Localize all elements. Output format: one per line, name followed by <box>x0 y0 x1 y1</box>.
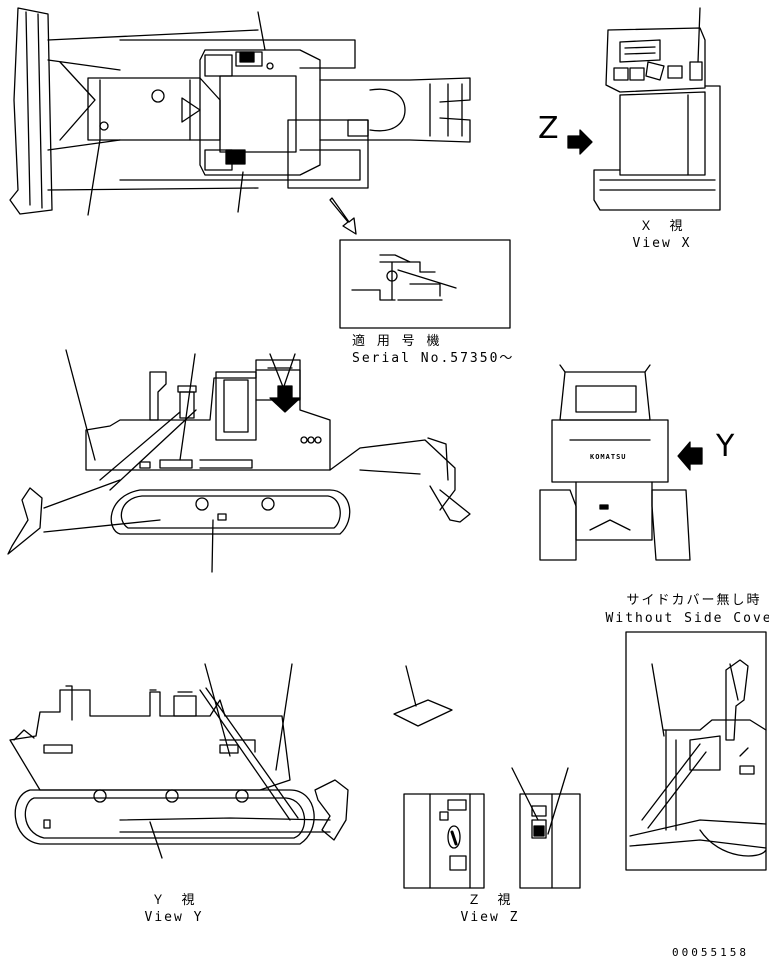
decal-drawing <box>393 665 453 727</box>
view-y-en-label: View Y <box>144 910 204 925</box>
view-y-drawing <box>9 663 349 859</box>
top-plan-view <box>9 7 471 235</box>
view-y-jp-label: Ｙ 視 <box>151 893 197 908</box>
view-z-en-label: View Z <box>460 910 520 925</box>
drawing-number: 00055158 <box>672 946 749 959</box>
side-cover-en-label: Without Side Cover <box>605 611 769 626</box>
serial-detail-box <box>339 239 511 329</box>
side-view-drawing <box>7 349 471 573</box>
view-x-jp-label: Ｘ 視 <box>639 219 685 234</box>
z-marker-label: Z <box>538 111 559 146</box>
z-arrow <box>567 129 593 155</box>
y-arrow <box>677 441 703 471</box>
komatsu-brand-text: KOMATSU <box>590 453 627 461</box>
serial-en-label: Serial No.57350～ <box>352 351 515 366</box>
view-x-drawing <box>593 7 721 211</box>
serial-jp-label: 適 用 号 機 <box>352 334 442 349</box>
front-view-drawing <box>539 364 691 561</box>
view-z-jp-label: Ｚ 視 <box>467 893 513 908</box>
view-x-en-label: View X <box>632 236 692 251</box>
view-z-drawing <box>403 767 581 889</box>
y-marker-label: Y <box>716 429 735 464</box>
side-cover-jp-label: サイドカバー無し時 <box>626 593 762 608</box>
side-cover-drawing <box>625 631 767 871</box>
